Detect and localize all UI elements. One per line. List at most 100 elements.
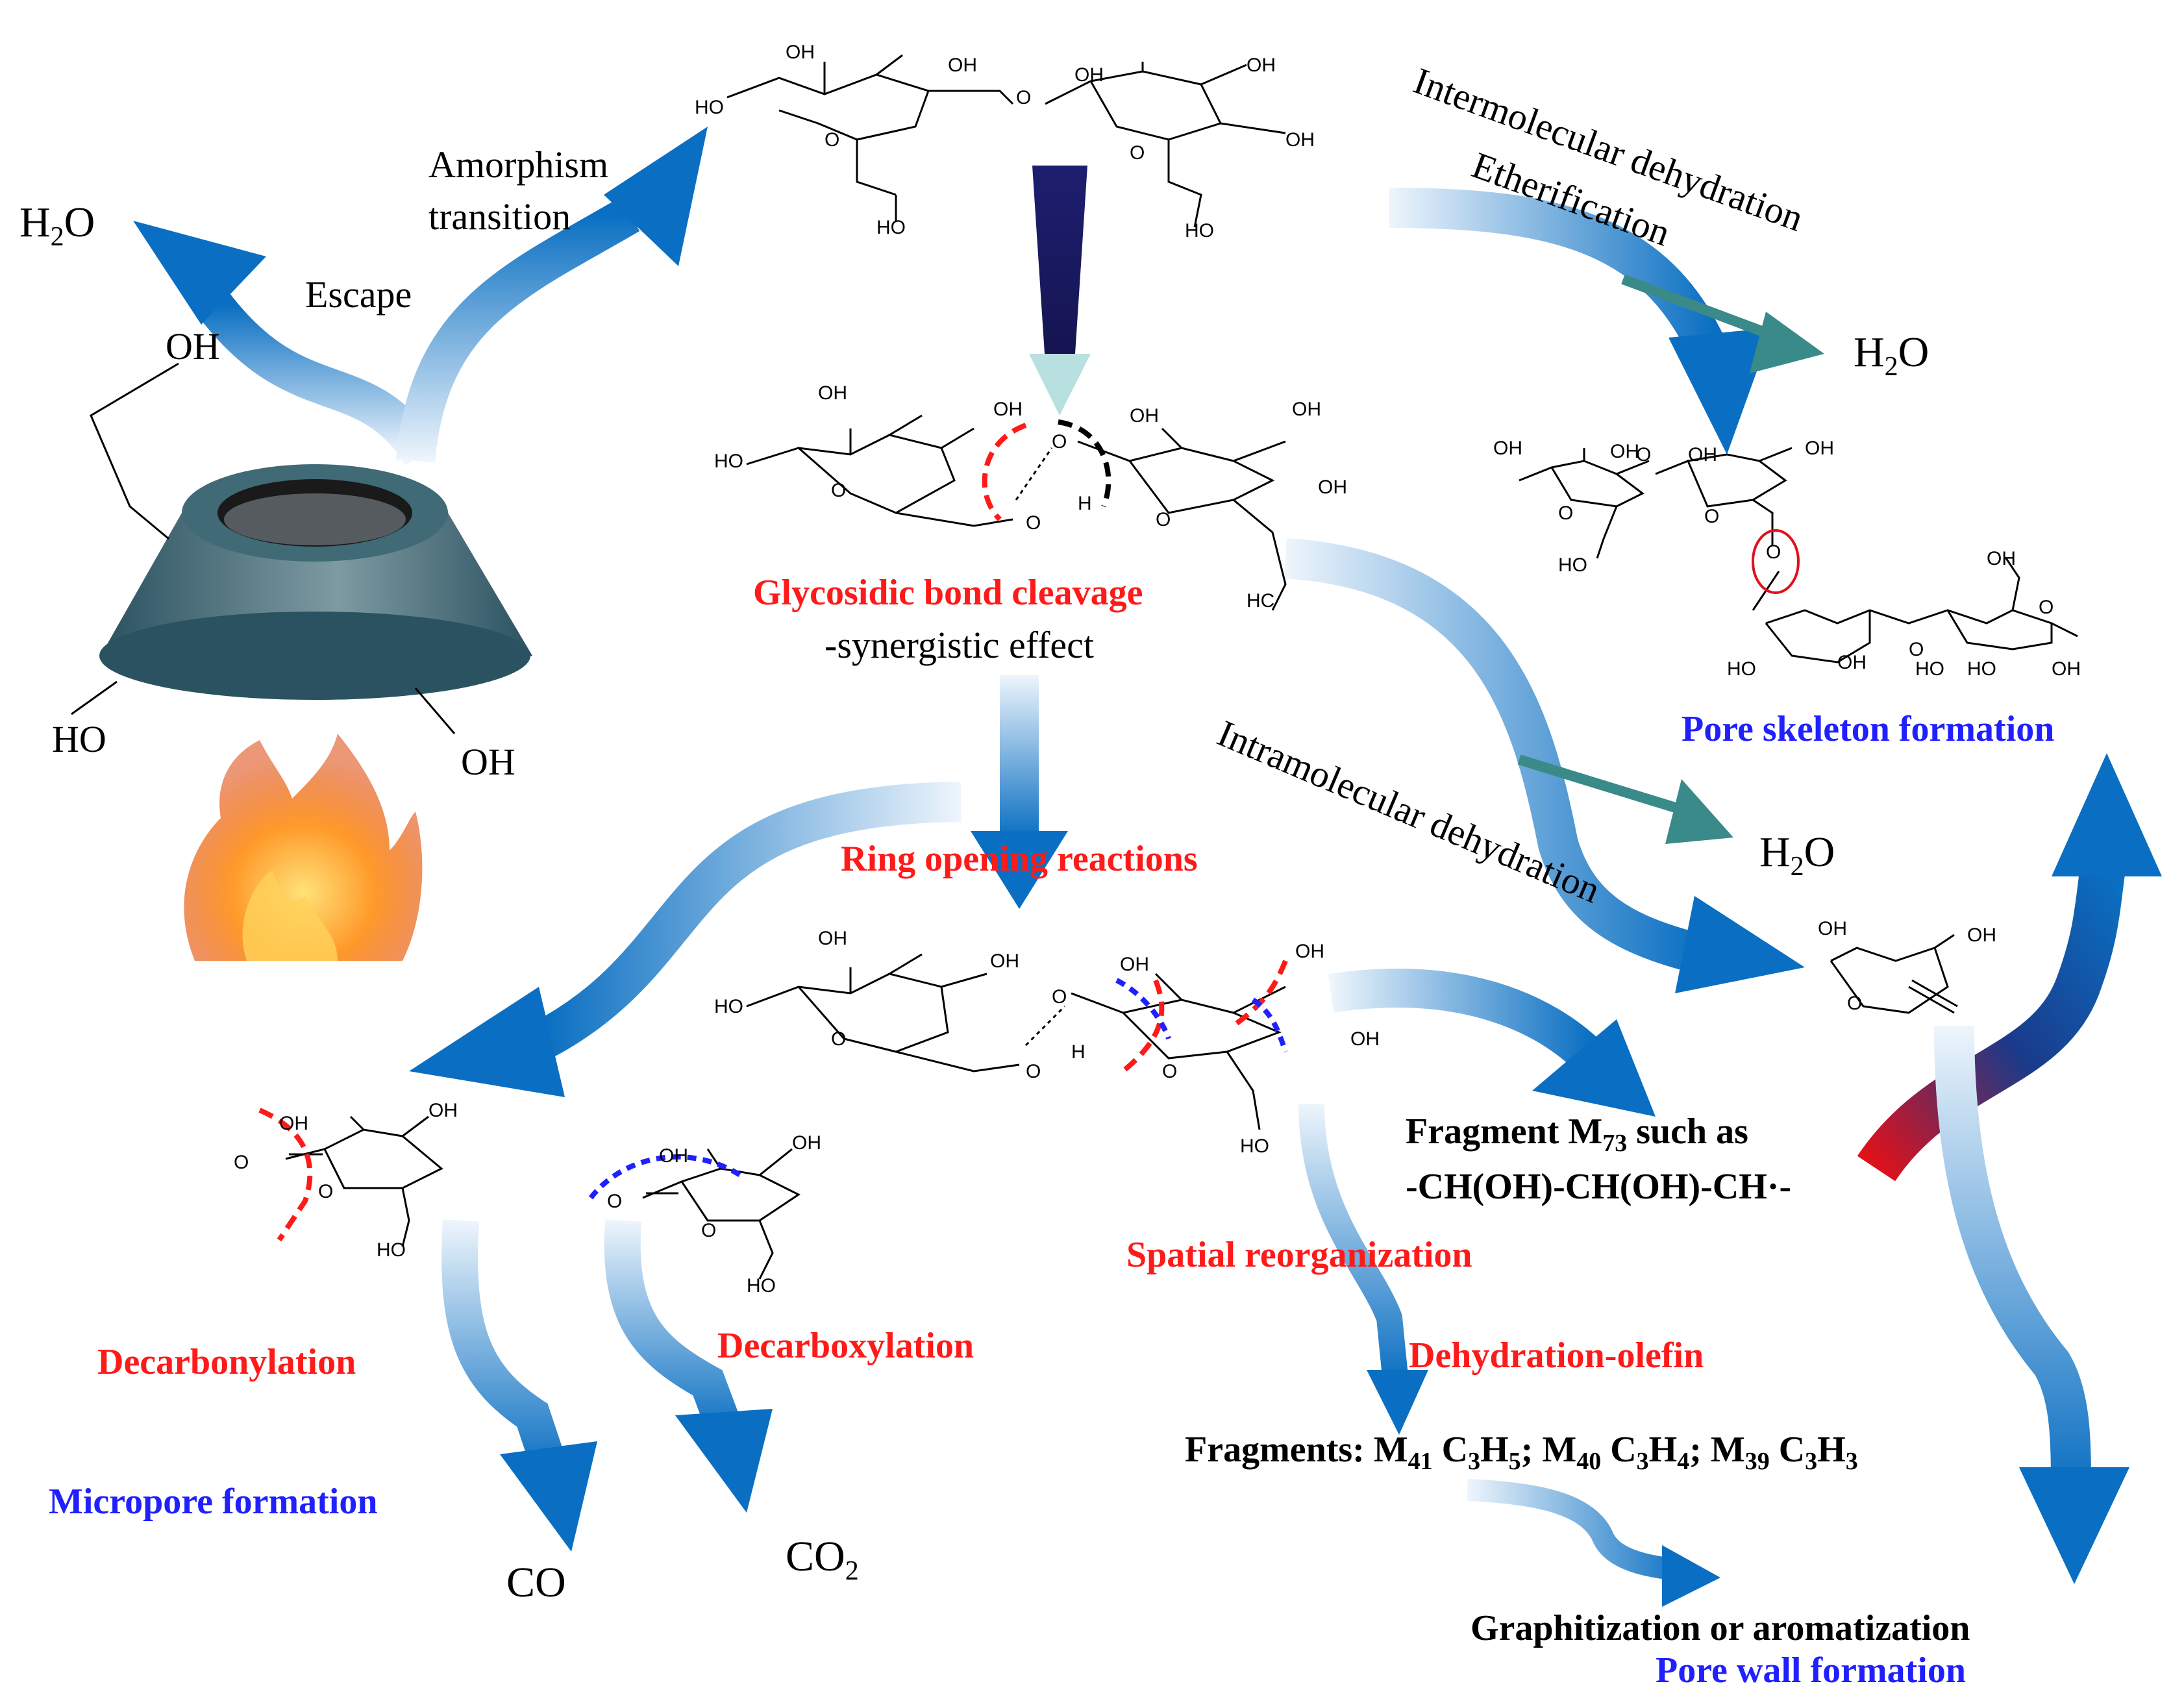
h2o-top-right-label: H2O bbox=[1854, 329, 1930, 382]
graphitization-arrow bbox=[1467, 1479, 1720, 1607]
svg-text:OH: OH bbox=[786, 42, 815, 63]
svg-text:O: O bbox=[1766, 541, 1781, 563]
svg-text:O: O bbox=[607, 1191, 622, 1212]
decarbonylation-molecule: OOH OHO HO bbox=[234, 1100, 458, 1261]
svg-text:OH: OH bbox=[1610, 441, 1639, 462]
fragment-m73-label: Fragment M73 such as bbox=[1406, 1111, 1748, 1158]
glycosidic-label: Glycosidic bond cleavage bbox=[753, 573, 1143, 613]
svg-text:HO: HO bbox=[377, 1239, 406, 1261]
intermolecular-arrow bbox=[1389, 188, 1824, 454]
spatial-label: Spatial reorganization bbox=[1126, 1235, 1472, 1275]
svg-text:O: O bbox=[825, 129, 839, 151]
decarboxylation-label: Decarboxylation bbox=[717, 1326, 974, 1366]
svg-text:OH: OH bbox=[818, 928, 847, 949]
pore-skeleton-arrow bbox=[1857, 753, 2162, 1182]
svg-text:HO: HO bbox=[747, 1275, 776, 1296]
svg-text:OH: OH bbox=[1967, 924, 1996, 946]
svg-text:HO: HO bbox=[714, 451, 743, 472]
svg-text:OH: OH bbox=[1350, 1028, 1380, 1050]
svg-text:O: O bbox=[1162, 1061, 1177, 1082]
escape-label: Escape bbox=[305, 273, 412, 316]
svg-text:O: O bbox=[318, 1181, 333, 1202]
cleavage-down-arrow bbox=[1029, 166, 1091, 415]
svg-text:OH: OH bbox=[428, 1100, 458, 1121]
svg-text:O: O bbox=[1026, 512, 1041, 534]
svg-text:OH: OH bbox=[1120, 954, 1149, 975]
svg-text:OH: OH bbox=[659, 1145, 688, 1167]
svg-text:HO: HO bbox=[876, 217, 906, 238]
svg-text:HO: HO bbox=[1967, 658, 1996, 680]
svg-text:OH: OH bbox=[1247, 55, 1276, 76]
co-label: CO bbox=[506, 1559, 566, 1606]
svg-text:O: O bbox=[2039, 597, 2054, 618]
svg-text:O: O bbox=[1636, 444, 1651, 465]
h2o-escape-label: H2O bbox=[19, 199, 95, 253]
svg-text:OH: OH bbox=[1987, 548, 2016, 569]
decarbonylation-label: Decarbonylation bbox=[97, 1342, 356, 1382]
dehydration-olefin-label: Dehydration-olefin bbox=[1409, 1335, 1704, 1376]
svg-text:O: O bbox=[1558, 502, 1573, 524]
amorphism-arrow bbox=[396, 127, 708, 463]
svg-text:O: O bbox=[1130, 142, 1145, 164]
ring-opening-label: Ring opening reactions bbox=[841, 839, 1198, 879]
svg-text:OH: OH bbox=[1318, 477, 1347, 498]
svg-text:OH: OH bbox=[1818, 918, 1847, 939]
svg-text:O: O bbox=[831, 480, 846, 501]
svg-text:HO: HO bbox=[1915, 658, 1944, 680]
svg-text:HO: HO bbox=[1240, 1135, 1269, 1157]
co2-arrow bbox=[604, 1219, 773, 1513]
svg-text:HO: HO bbox=[695, 97, 724, 118]
svg-text:OH: OH bbox=[993, 399, 1023, 420]
anhydro-sugar-molecule: OH OH O bbox=[1818, 918, 1996, 1014]
escape-arrow bbox=[133, 221, 439, 465]
svg-text:OH: OH bbox=[818, 382, 847, 404]
svg-text:HO: HO bbox=[714, 996, 743, 1017]
pore-skeleton-label: Pore skeleton formation bbox=[1681, 709, 2055, 749]
svg-text:OH: OH bbox=[792, 1132, 821, 1154]
svg-text:OH: OH bbox=[1837, 652, 1867, 673]
svg-text:OH: OH bbox=[1130, 405, 1159, 427]
left-curve-arrow bbox=[409, 782, 962, 1097]
pore-wall-label: Pore wall formation bbox=[1656, 1650, 1966, 1691]
amorphism-label: Amorphism bbox=[428, 143, 609, 186]
svg-text:HO: HO bbox=[1727, 658, 1756, 680]
decarboxylation-molecule: O OH OH O HO bbox=[588, 1132, 821, 1296]
fragments-label: Fragments: M41 C3H5; M40 C3H4; M39 C3H3 bbox=[1185, 1430, 1858, 1476]
svg-text:HO: HO bbox=[1558, 554, 1587, 576]
svg-text:OH: OH bbox=[1295, 941, 1324, 962]
svg-text:OH: OH bbox=[1292, 399, 1321, 420]
micropore-label: Micropore formation bbox=[49, 1482, 378, 1522]
svg-text:O: O bbox=[1052, 431, 1067, 453]
cd-oh-right-label: OH bbox=[461, 741, 515, 783]
svg-text:O: O bbox=[1909, 639, 1924, 660]
transition-label: transition bbox=[428, 195, 571, 238]
co2-label: CO2 bbox=[786, 1533, 859, 1587]
svg-text:OH: OH bbox=[1805, 438, 1834, 459]
svg-text:O: O bbox=[1704, 506, 1719, 527]
ring-opening-down-arrow bbox=[971, 675, 1068, 909]
spatial-down-arrow bbox=[1298, 1103, 1428, 1435]
svg-text:H: H bbox=[1078, 493, 1092, 514]
synergistic-label: -synergistic effect bbox=[825, 624, 1094, 666]
svg-text:O: O bbox=[1847, 993, 1862, 1014]
graphitization-label: Graphitization or aromatization bbox=[1470, 1608, 1970, 1648]
fragment-m73-formula: -CH(OH)-CH(OH)-CH·- bbox=[1406, 1167, 1792, 1207]
svg-text:OH: OH bbox=[2052, 658, 2081, 680]
svg-text:HC: HC bbox=[1247, 590, 1274, 612]
svg-text:OH: OH bbox=[1493, 438, 1522, 459]
svg-text:OH: OH bbox=[1285, 129, 1315, 151]
svg-text:O: O bbox=[1026, 1061, 1041, 1082]
svg-text:OH: OH bbox=[948, 55, 977, 76]
svg-text:O: O bbox=[831, 1028, 846, 1050]
svg-text:H: H bbox=[1071, 1041, 1086, 1063]
svg-text:O: O bbox=[1016, 87, 1031, 108]
svg-text:O: O bbox=[701, 1220, 716, 1241]
flame-icon bbox=[184, 734, 423, 961]
h2o-mid-right-label: H2O bbox=[1759, 828, 1835, 882]
pore-wall-arrow bbox=[1934, 1025, 2129, 1584]
svg-text:OH: OH bbox=[1688, 444, 1717, 465]
